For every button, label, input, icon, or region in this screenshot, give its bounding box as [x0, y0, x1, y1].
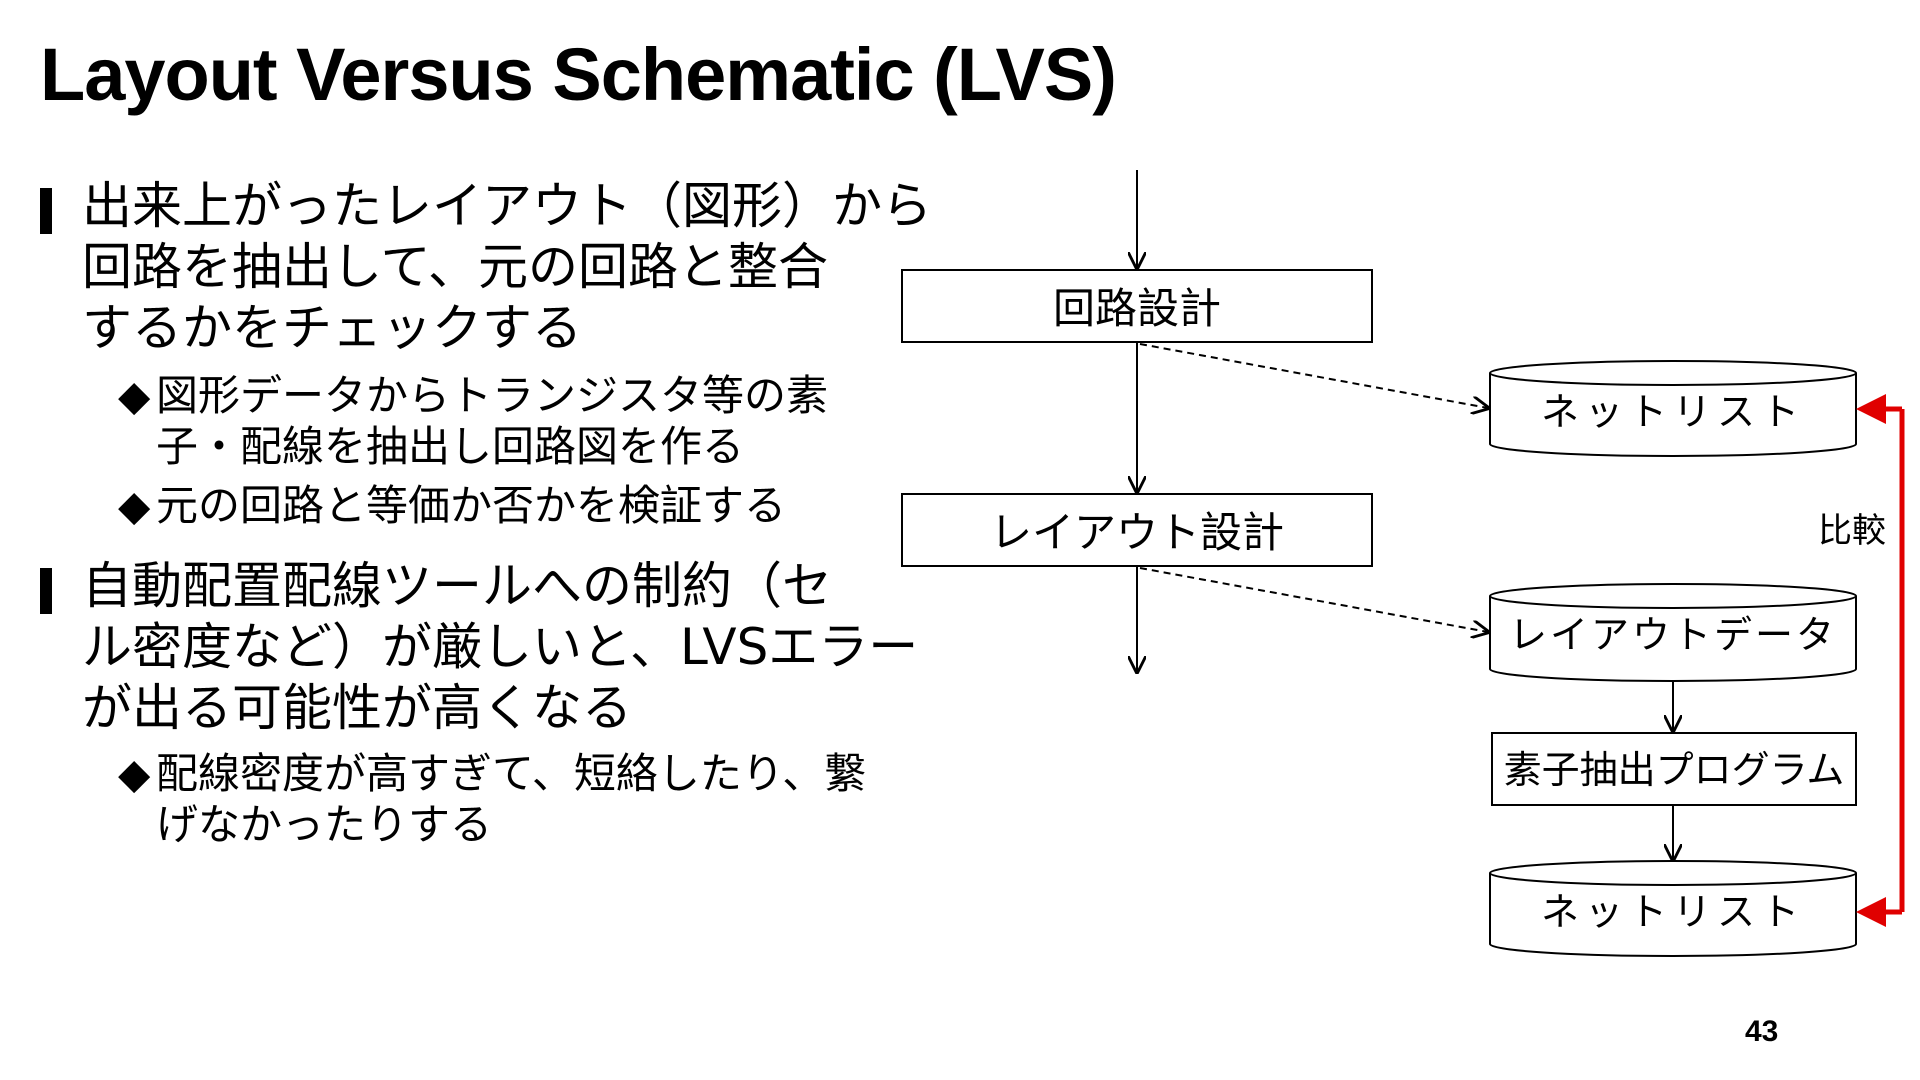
- sub-bullet-1-2-line-1: 元の回路と等価か否かを検証する: [156, 481, 787, 530]
- extraction-program-label: 素子抽出プログラム: [1504, 748, 1845, 792]
- bullet-marker: [40, 568, 52, 614]
- layout-data-label: レイアウトデータ: [1509, 613, 1837, 657]
- layout-data-db: レイアウトデータ: [1489, 583, 1857, 682]
- diamond-marker: ◆: [118, 749, 151, 798]
- netlist-bottom-label: ネットリスト: [1541, 890, 1805, 934]
- bullet-1-line-1: 出来上がったレイアウト（図形）から: [82, 177, 932, 235]
- bullet-2-text: 自動配置配線ツールへの制約（セ ル密度など）が厳しいと、LVSエラー が出る可能…: [82, 556, 962, 739]
- bullet-1-text: 出来上がったレイアウト（図形）から 回路を抽出して、元の回路と整合 するかをチェ…: [82, 176, 962, 359]
- dashed-arrow-to-netlist: [1139, 343, 1488, 408]
- sub-bullet-1-1-line-2: 子・配線を抽出し回路図を作る: [156, 422, 745, 471]
- slide-title: Layout Versus Schematic (LVS): [40, 33, 1117, 116]
- dashed-arrow-to-layout-data: [1139, 567, 1488, 632]
- diamond-marker: ◆: [118, 371, 151, 420]
- netlist-top-db: ネットリスト: [1489, 360, 1857, 457]
- bullet-1-line-3: するかをチェックする: [82, 299, 582, 357]
- bullet-2-line-1: 自動配置配線ツールへの制約（セ: [82, 557, 832, 615]
- bullet-2-line-2: ル密度など）が厳しいと、LVSエラー: [82, 618, 919, 676]
- compare-connector: [1856, 394, 1905, 927]
- layout-design-label: レイアウト設計: [990, 508, 1284, 557]
- sub-bullet-2-1-line-1: 配線密度が高すぎて、短絡したり、繋: [156, 749, 867, 798]
- sub-bullet-1-1-line-1: 図形データからトランジスタ等の素: [156, 371, 829, 420]
- layout-design-box: [901, 493, 1373, 567]
- circuit-design-label: 回路設計: [1053, 284, 1221, 333]
- bullet-2-line-3: が出る可能性が高くなる: [82, 679, 632, 737]
- netlist-top-label: ネットリスト: [1541, 390, 1805, 434]
- compare-label: 比較: [1818, 511, 1886, 551]
- netlist-bottom-db: ネットリスト: [1489, 860, 1857, 957]
- bullet-marker: [40, 188, 52, 234]
- diamond-marker: ◆: [118, 481, 151, 530]
- bullet-1-line-2: 回路を抽出して、元の回路と整合: [82, 238, 828, 296]
- page-number: 43: [1745, 1015, 1779, 1048]
- circuit-design-box: [901, 269, 1373, 343]
- extraction-program-box: [1491, 732, 1857, 806]
- sub-bullet-2-1-line-2: げなかったりする: [156, 800, 493, 849]
